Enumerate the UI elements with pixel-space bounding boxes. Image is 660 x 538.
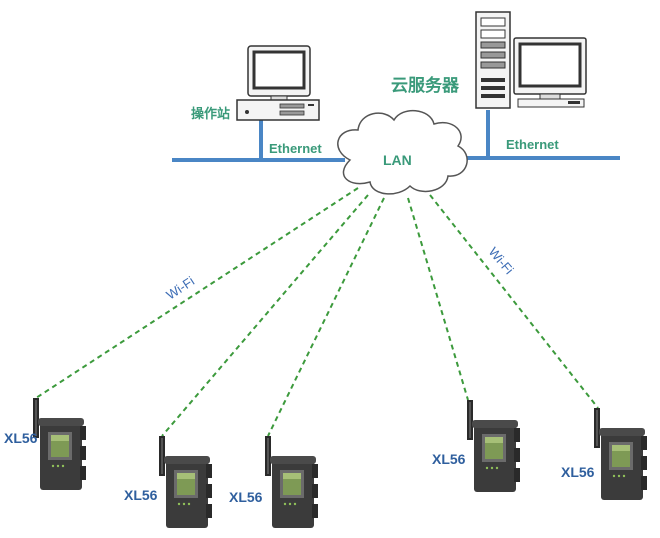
ethernet-label-left: Ethernet — [269, 141, 322, 156]
xl56-device: XL56 — [4, 398, 86, 490]
cloud-server-icon — [475, 11, 587, 109]
operator-station-label: 操作站 — [191, 106, 230, 121]
device-label: XL56 — [4, 430, 38, 446]
xl56-device: XL56 — [432, 400, 520, 492]
ethernet-label-right: Ethernet — [506, 137, 559, 152]
xl56-device: XL56 — [229, 436, 318, 528]
wifi-link — [267, 197, 385, 437]
wifi-link — [35, 187, 359, 399]
device-label: XL56 — [124, 487, 158, 503]
wifi-link — [161, 194, 369, 437]
lan-label: LAN — [383, 152, 412, 168]
wifi-label-left: Wi-Fi — [163, 273, 197, 302]
device-label: XL56 — [432, 451, 466, 467]
cloud-server-label: 云服务器 — [391, 75, 460, 95]
wifi-links — [35, 187, 599, 437]
device-label: XL56 — [561, 464, 595, 480]
wifi-link — [407, 197, 469, 401]
xl56-device: XL56 — [561, 408, 647, 500]
xl56-device: XL56 — [124, 436, 212, 528]
wifi-link — [429, 194, 599, 409]
lan-cloud — [337, 110, 468, 195]
wifi-label-right: Wi-Fi — [486, 244, 517, 277]
operator-station-icon — [236, 45, 320, 121]
device-label: XL56 — [229, 489, 263, 505]
